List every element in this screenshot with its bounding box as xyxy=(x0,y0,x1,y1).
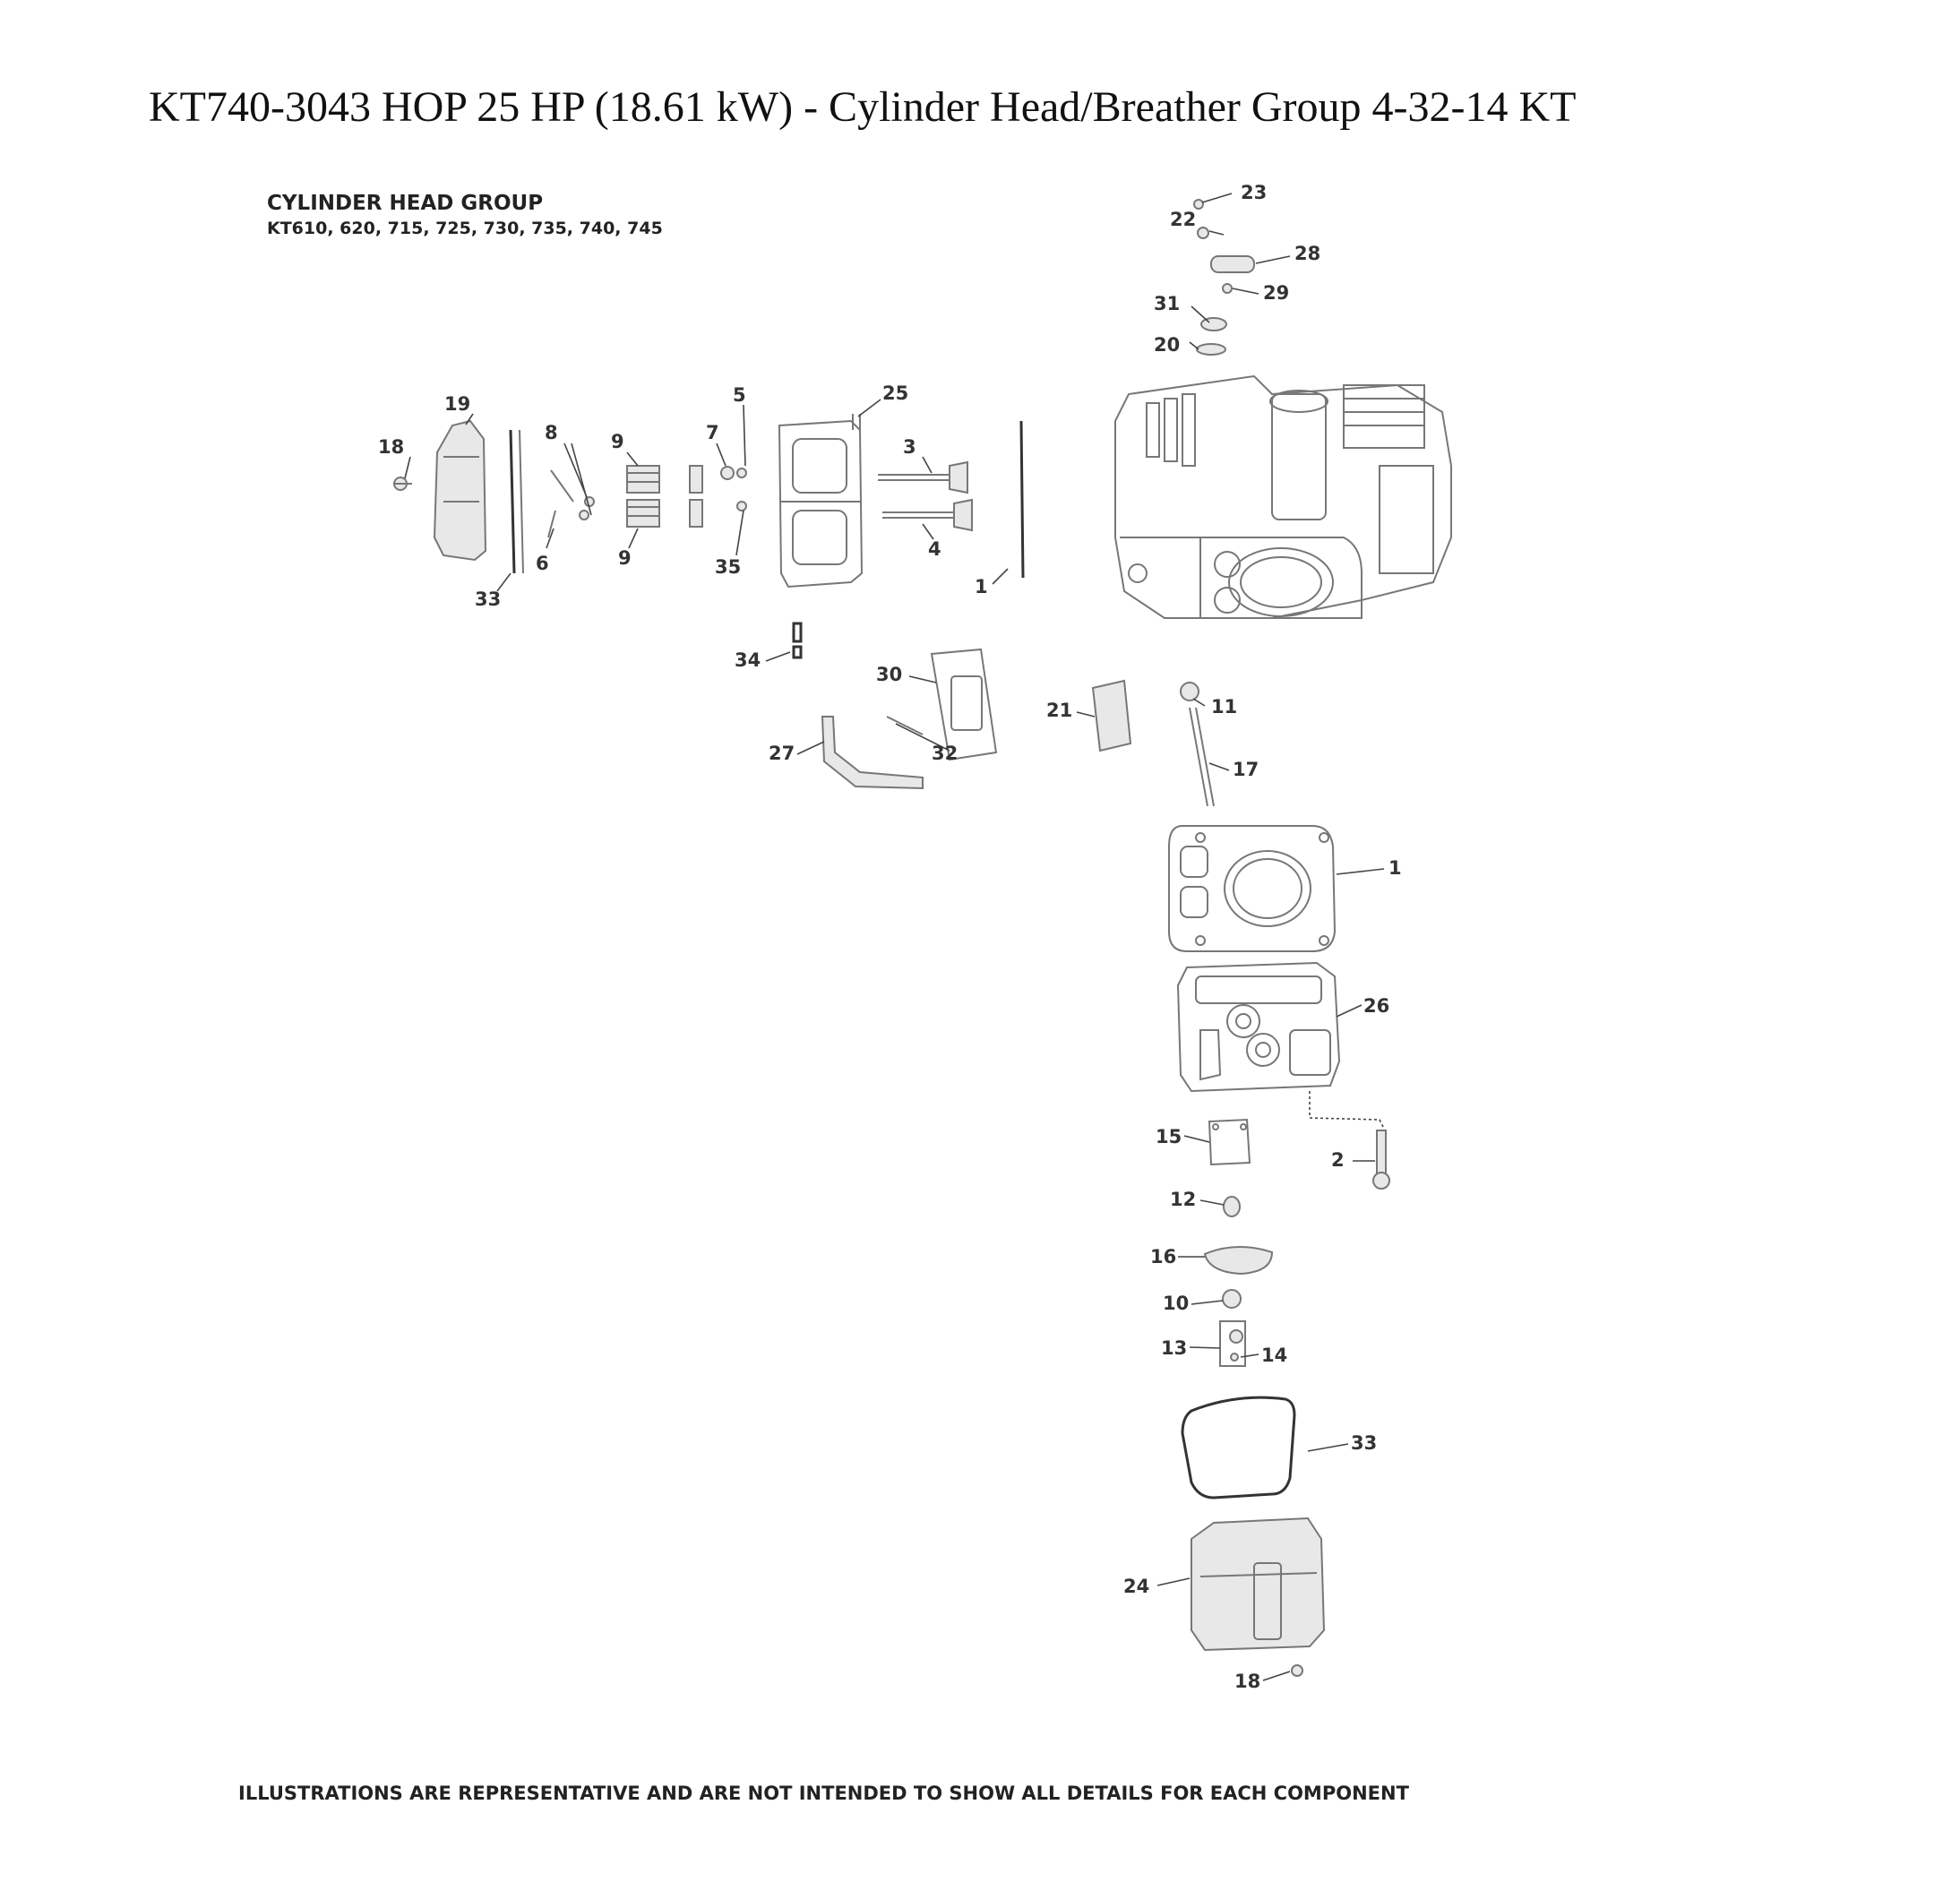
callout-13: 13 xyxy=(1161,1337,1187,1359)
cylinder-head-left xyxy=(778,414,864,589)
callout-29: 29 xyxy=(1263,282,1289,304)
callout-33-left: 33 xyxy=(475,589,501,610)
leader-33-right xyxy=(1307,1443,1349,1452)
callout-21: 21 xyxy=(1046,700,1072,721)
callout-18-bottom: 18 xyxy=(1234,1671,1260,1692)
callout-8: 8 xyxy=(545,422,558,443)
valve-cover-left xyxy=(393,419,487,562)
cylinder-head-right xyxy=(1176,961,1390,1190)
page-title: KT740-3043 HOP 25 HP (18.61 kW) - Cylind… xyxy=(149,83,1577,131)
valve-cover-gasket xyxy=(1181,1396,1296,1499)
callout-15: 15 xyxy=(1156,1126,1182,1147)
callout-33-right: 33 xyxy=(1351,1432,1377,1454)
callout-1-right: 1 xyxy=(1388,857,1402,879)
leaders-left xyxy=(404,399,1009,592)
callout-26: 26 xyxy=(1363,995,1389,1017)
callout-25: 25 xyxy=(882,382,908,404)
callout-28: 28 xyxy=(1294,243,1320,264)
callout-34: 34 xyxy=(735,649,761,671)
group-title: CYLINDER HEAD GROUP xyxy=(267,192,544,215)
callout-16: 16 xyxy=(1150,1246,1176,1267)
callout-1-left: 1 xyxy=(975,576,988,597)
head-gasket xyxy=(1168,825,1337,952)
leaders-middle xyxy=(765,651,1230,771)
leaders-top xyxy=(1189,193,1291,350)
callout-32: 32 xyxy=(932,743,958,764)
leaders-lower xyxy=(1178,1135,1259,1358)
callout-27: 27 xyxy=(769,743,795,764)
callout-18-top: 18 xyxy=(378,436,404,458)
leader-1-right xyxy=(1336,868,1385,875)
valve-springs xyxy=(547,465,747,538)
callout-30: 30 xyxy=(876,664,902,685)
leader-26 xyxy=(1336,1004,1363,1018)
callout-6: 6 xyxy=(536,553,549,574)
valves xyxy=(878,420,1025,579)
breather-stack xyxy=(1193,199,1255,356)
group-models: KT610, 620, 715, 725, 730, 735, 740, 745 xyxy=(267,219,663,238)
callout-2: 2 xyxy=(1331,1149,1345,1171)
callout-19: 19 xyxy=(444,393,470,415)
callout-23: 23 xyxy=(1241,182,1267,203)
group-heading: CYLINDER HEAD GROUP KT610, 620, 715, 725… xyxy=(267,190,663,240)
callout-11: 11 xyxy=(1211,696,1237,717)
disclaimer-footer: ILLUSTRATIONS ARE REPRESENTATIVE AND ARE… xyxy=(238,1783,1409,1804)
breather-assembly-lower xyxy=(1203,1118,1274,1367)
callout-17: 17 xyxy=(1233,759,1259,780)
callout-20: 20 xyxy=(1154,334,1180,356)
breather-hose-group xyxy=(792,622,1215,807)
callout-12: 12 xyxy=(1170,1189,1196,1210)
callout-9-lower: 9 xyxy=(618,547,632,569)
leader-18-bottom xyxy=(1262,1671,1291,1681)
gasket-left xyxy=(509,429,524,574)
callout-10: 10 xyxy=(1163,1293,1189,1314)
leader-24 xyxy=(1156,1577,1191,1586)
callout-3: 3 xyxy=(903,436,916,458)
callout-7: 7 xyxy=(706,422,719,443)
engine-block xyxy=(1114,374,1452,619)
callout-4: 4 xyxy=(928,538,941,560)
callout-14: 14 xyxy=(1261,1345,1287,1366)
callout-22: 22 xyxy=(1170,209,1196,230)
callout-24: 24 xyxy=(1123,1576,1149,1597)
valve-cover-bottom xyxy=(1191,1517,1326,1677)
callout-5: 5 xyxy=(733,384,746,406)
callout-35: 35 xyxy=(715,556,741,578)
callout-31: 31 xyxy=(1154,293,1180,314)
callout-9-upper: 9 xyxy=(611,431,624,452)
